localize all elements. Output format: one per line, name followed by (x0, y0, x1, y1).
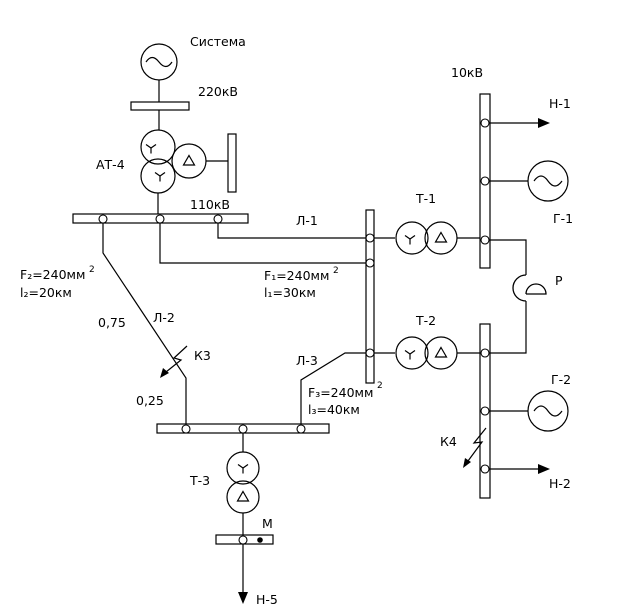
load-h2-arrow (538, 464, 550, 474)
l3-f-exponent: 2 (377, 381, 383, 391)
motor-m-point (257, 537, 263, 543)
voltage-220kv-label: 220кВ (198, 84, 238, 99)
l3-label: Л-3 (296, 353, 318, 368)
line-l1-circuit-2 (159, 223, 366, 264)
line-l1-circuit-1 (217, 223, 366, 239)
transformer-t3 (226, 451, 260, 514)
voltage-110kv-label: 110кВ (190, 197, 230, 212)
l2-length-param: l₂=20км (20, 285, 72, 300)
voltage-10kv-label: 10кВ (451, 65, 483, 80)
load-h5-label: Н-5 (256, 592, 278, 607)
l1-label: Л-1 (296, 213, 318, 228)
l1-f-param: F₁=240мм (264, 268, 329, 283)
t3-label: Т-3 (189, 473, 210, 488)
generator-g1-label: Г-1 (553, 211, 573, 226)
system-source (140, 43, 178, 81)
load-h1-label: Н-1 (549, 96, 571, 111)
reactor-r-label: Р (555, 273, 563, 288)
line-l3 (300, 352, 366, 424)
fault-k4-label: К4 (440, 434, 457, 449)
motor-m-label: М (262, 516, 273, 531)
fault-k3-label: К3 (194, 348, 211, 363)
transformer-t1 (395, 221, 458, 255)
autotransformer-at4 (140, 129, 237, 194)
load-h2-label: Н-2 (549, 476, 571, 491)
l1-f-exponent: 2 (333, 266, 339, 276)
bus-intermediate (365, 209, 375, 384)
transformer-t2 (395, 336, 458, 370)
fault-k4-icon (463, 427, 487, 468)
l3-f-param: F₃=240мм (308, 385, 373, 400)
at4-label: АТ-4 (96, 157, 125, 172)
load-h1-arrow (538, 118, 550, 128)
reactor-r (512, 274, 547, 302)
l2-fraction-075: 0,75 (98, 315, 126, 330)
l1-length-param: l₁=30км (264, 285, 316, 300)
l2-fraction-025: 0,25 (136, 393, 164, 408)
bus-220kv (130, 101, 190, 111)
load-h5-arrow (238, 592, 248, 604)
l2-label: Л-2 (153, 310, 175, 325)
generator-g2 (527, 390, 569, 432)
system-label: Система (190, 34, 246, 49)
t2-label: Т-2 (415, 313, 436, 328)
generator-g2-label: Г-2 (551, 372, 571, 387)
t1-label: Т-1 (415, 191, 436, 206)
l2-f-exponent: 2 (89, 265, 95, 275)
line-l2 (102, 223, 187, 424)
l3-length-param: l₃=40км (308, 402, 360, 417)
generator-g1 (527, 160, 569, 202)
fault-k3-icon (160, 345, 188, 378)
l2-f-param: F₂=240мм (20, 267, 85, 282)
